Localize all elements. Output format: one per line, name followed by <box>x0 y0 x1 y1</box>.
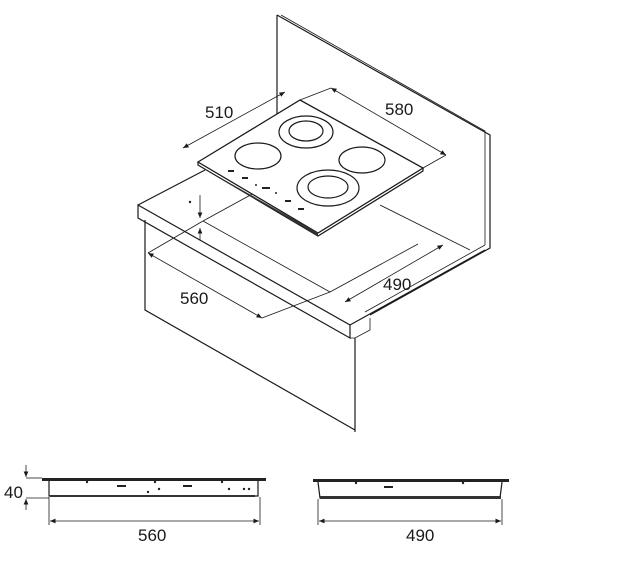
svg-text:560: 560 <box>180 289 208 308</box>
svg-text:490: 490 <box>406 526 434 545</box>
dimension-height-marker <box>188 195 203 240</box>
dimension-560: 560 <box>147 220 331 319</box>
svg-text:40: 40 <box>4 483 23 502</box>
svg-text:510: 510 <box>205 103 233 122</box>
svg-text:580: 580 <box>385 100 413 119</box>
svg-text:560: 560 <box>138 526 166 545</box>
dimension-490: 490 <box>344 244 444 303</box>
burner-front-right <box>296 169 360 207</box>
touch-controls <box>228 170 304 210</box>
cabinet <box>144 220 371 432</box>
svg-text:490: 490 <box>383 275 411 294</box>
front-view: 490 <box>313 479 509 545</box>
dimension-580: 580 <box>299 87 447 169</box>
dimension-510: 510 <box>182 91 286 149</box>
side-view: 40 560 <box>4 465 266 545</box>
